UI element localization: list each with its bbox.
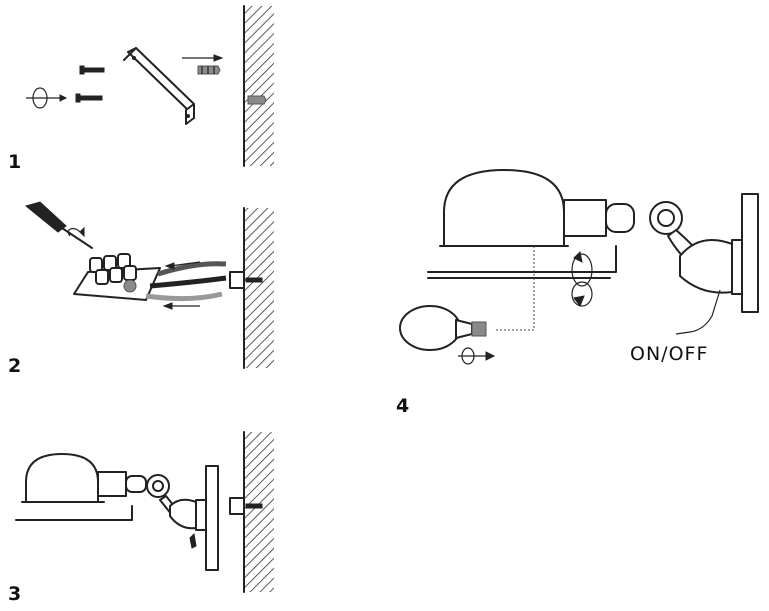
screwdriver-icon [24, 201, 93, 249]
step-2-illustration [24, 201, 274, 369]
screw-icon [245, 503, 263, 509]
step-3-illustration [15, 431, 274, 593]
lamp-small [15, 453, 219, 571]
step-number-2: 2 [8, 355, 21, 377]
screw-lower [75, 93, 103, 103]
lamp-neck [563, 199, 607, 237]
rotation-arrow-icon [26, 87, 68, 109]
wall-plug-icon [197, 65, 221, 75]
wall-plate [741, 193, 759, 313]
junction-box [229, 497, 245, 515]
junction-box [229, 271, 245, 289]
wall-3 [244, 432, 274, 592]
switch-housing [679, 239, 733, 294]
direction-arrow-icon [182, 54, 224, 62]
light-bulb-icon [399, 305, 487, 351]
wires [145, 261, 227, 310]
terminal-block [73, 253, 161, 301]
switch-label: ON/OFF [630, 343, 708, 365]
step-number-1: 1 [8, 151, 21, 173]
wall-2 [244, 208, 274, 368]
screw-icon [245, 277, 263, 283]
wall-1 [244, 6, 274, 166]
wall-bracket [123, 47, 195, 125]
step-4-illustration [399, 169, 759, 365]
joint-knob [649, 201, 683, 235]
step-1-illustration [26, 5, 274, 167]
wall-plug-inserted [247, 95, 267, 105]
rotation-arrow-icon [571, 250, 593, 308]
lamp-shade [443, 169, 565, 247]
step-number-3: 3 [8, 583, 21, 605]
screw-in-arrow-icon [458, 347, 496, 365]
lamp-rod [427, 245, 617, 273]
screw-upper [79, 65, 105, 75]
step-number-4: 4 [396, 395, 409, 417]
